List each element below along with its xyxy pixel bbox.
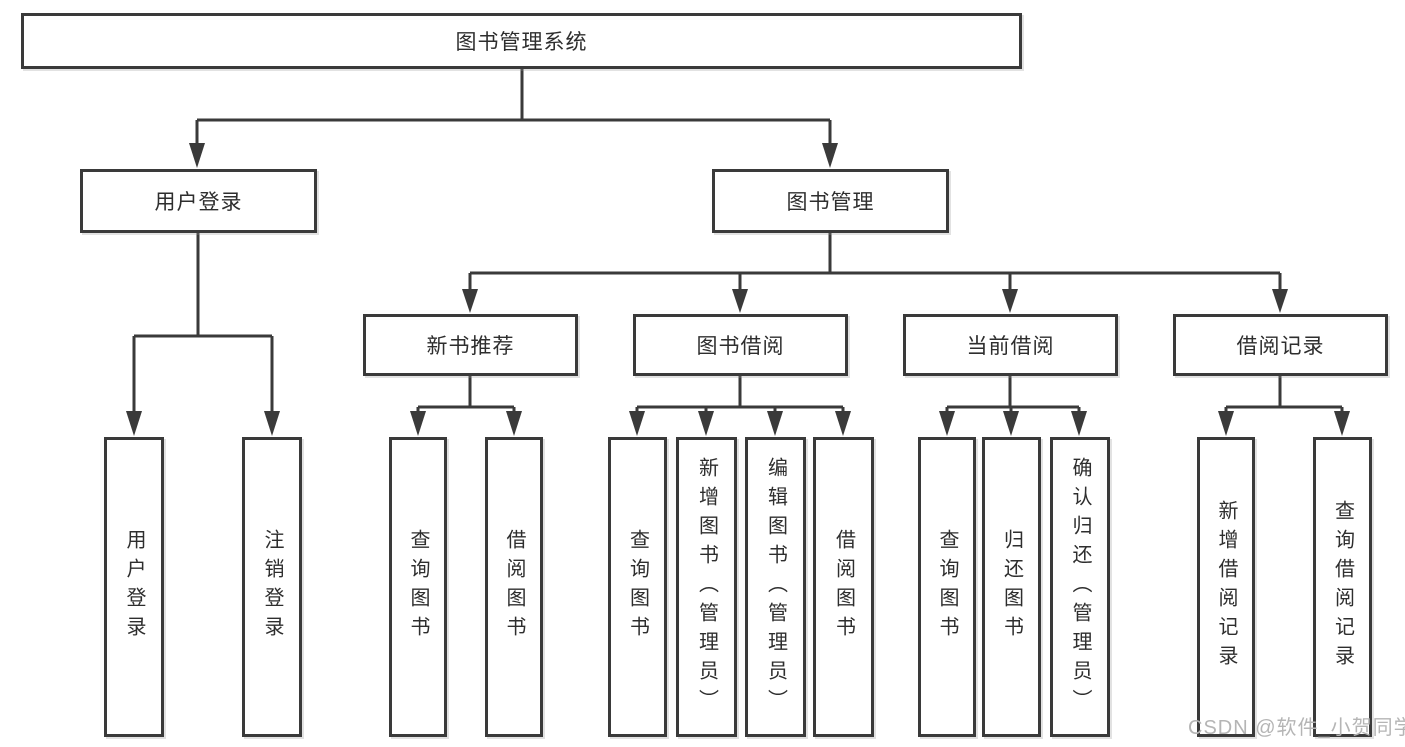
edges-root-to-level2 bbox=[189, 69, 838, 168]
leaf-add-borrow-record: 新增借阅记录 bbox=[1197, 437, 1255, 737]
leaf-borrow-books-recommend: 借阅图书 bbox=[485, 437, 543, 737]
leaf-label: 查询图书 bbox=[626, 529, 649, 645]
edges-current-borrow-to-leaves bbox=[939, 376, 1087, 436]
edges-new-book-recommend-to-leaves bbox=[410, 376, 522, 436]
node-borrow-records: 借阅记录 bbox=[1173, 314, 1388, 376]
node-user-login: 用户登录 bbox=[80, 169, 317, 233]
edges-borrow-records-to-leaves bbox=[1218, 376, 1350, 436]
leaf-label: 借阅图书 bbox=[832, 529, 855, 645]
node-new-book-recommend-label: 新书推荐 bbox=[426, 335, 515, 358]
node-book-management: 图书管理 bbox=[712, 169, 949, 233]
edges-user-login-to-leaves bbox=[126, 233, 280, 436]
leaf-query-books-borrow: 查询图书 bbox=[608, 437, 667, 737]
leaf-confirm-return-admin: 确认归还（管理员） bbox=[1050, 437, 1110, 737]
node-book-borrow-label: 图书借阅 bbox=[696, 335, 785, 358]
edges-book-management-to-level3 bbox=[462, 233, 1288, 313]
leaf-query-books-current: 查询图书 bbox=[918, 437, 976, 737]
leaf-user-login: 用户登录 bbox=[104, 437, 164, 737]
leaf-return-books: 归还图书 bbox=[982, 437, 1041, 737]
node-current-borrow-label: 当前借阅 bbox=[966, 335, 1055, 358]
leaf-label: 借阅图书 bbox=[503, 529, 525, 645]
leaf-label: 新增借阅记录 bbox=[1215, 500, 1237, 674]
node-book-borrow: 图书借阅 bbox=[633, 314, 848, 376]
leaf-edit-books-admin: 编辑图书（管理员） bbox=[745, 437, 806, 737]
node-user-login-label: 用户登录 bbox=[154, 191, 243, 214]
leaf-label: 用户登录 bbox=[123, 529, 145, 645]
leaf-label: 查询图书 bbox=[407, 529, 429, 645]
leaf-label: 归还图书 bbox=[1000, 529, 1023, 645]
leaf-query-borrow-record: 查询借阅记录 bbox=[1313, 437, 1372, 737]
node-root-label: 图书管理系统 bbox=[455, 31, 588, 54]
leaf-label: 新增图书（管理员） bbox=[695, 456, 718, 718]
node-borrow-records-label: 借阅记录 bbox=[1236, 335, 1325, 358]
leaf-query-books-recommend: 查询图书 bbox=[389, 437, 447, 737]
node-current-borrow: 当前借阅 bbox=[903, 314, 1118, 376]
edges-book-borrow-to-leaves bbox=[629, 376, 851, 436]
csdn-watermark: CSDN @软件_小贺同学 bbox=[1188, 717, 1405, 739]
leaf-borrow-books: 借阅图书 bbox=[813, 437, 874, 737]
node-book-management-label: 图书管理 bbox=[786, 191, 875, 214]
leaf-label: 确认归还（管理员） bbox=[1069, 456, 1091, 718]
leaf-label: 注销登录 bbox=[261, 529, 283, 645]
leaf-logout: 注销登录 bbox=[242, 437, 302, 737]
node-root: 图书管理系统 bbox=[21, 13, 1022, 69]
leaf-label: 编辑图书（管理员） bbox=[764, 456, 787, 718]
leaf-label: 查询借阅记录 bbox=[1331, 500, 1354, 674]
leaf-add-books-admin: 新增图书（管理员） bbox=[676, 437, 737, 737]
leaf-label: 查询图书 bbox=[936, 529, 958, 645]
node-new-book-recommend: 新书推荐 bbox=[363, 314, 578, 376]
